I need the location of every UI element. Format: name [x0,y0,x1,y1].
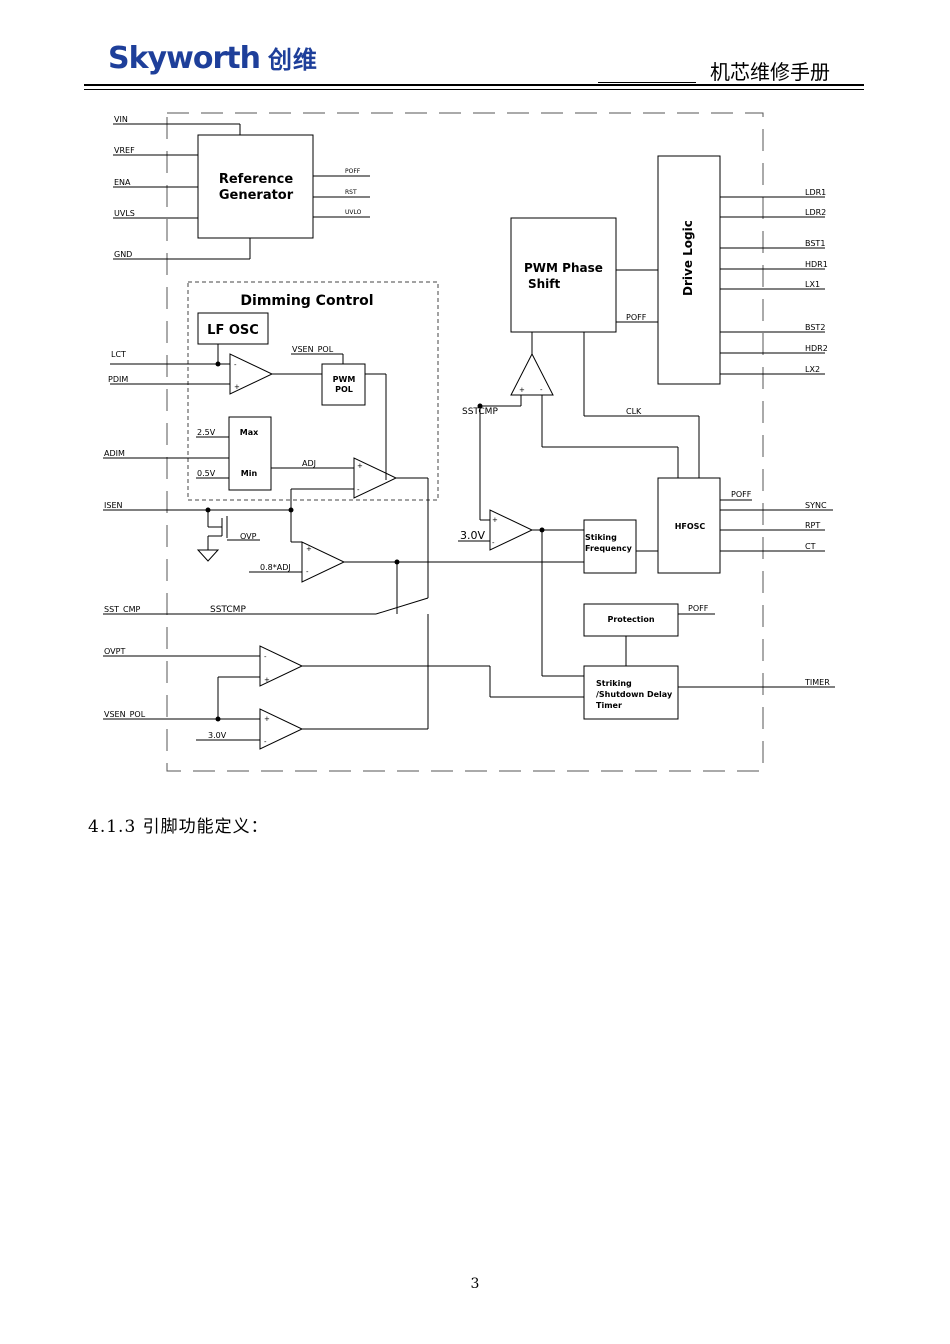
min-label: Min [241,469,258,478]
comparator-3v [489,509,534,551]
pin-bst2: BST2 [805,323,825,332]
label-clk: CLK [626,407,642,416]
comparator-adj [353,457,398,499]
pin-sst-cmp: SST_CMP [104,605,141,614]
pin-lct: LCT [111,350,126,359]
label-sstcmp-mid: SSTCMP [210,605,246,615]
label-ovp: OVP [240,532,257,541]
section-title: 4.1.3 引脚功能定义： [88,817,269,837]
svg-text:-: - [357,486,360,494]
timer-block [583,665,679,720]
page-number: 3 [470,1276,480,1292]
striking-frequency-block [583,519,637,574]
svg-text:-: - [306,568,309,576]
svg-text:+: + [492,516,498,524]
svg-text:-: - [492,539,495,547]
label-vsen-pol: VSEN_POL [292,345,334,354]
pin-timer: TIMER [804,678,830,687]
pin-lx2: LX2 [805,365,820,374]
pin-sync: SYNC [805,501,827,510]
ref-out-rst: RST [345,189,357,196]
hfosc-block [657,477,721,574]
pin-rpt: RPT [805,521,820,530]
pin-ovpt: OVPT [104,647,125,656]
pin-adim: ADIM [104,449,125,458]
pin-vin: VIN [114,115,128,124]
document-title: 机芯维修手册 [710,60,830,84]
svg-text:+: + [234,383,240,391]
label-adj: ADJ [302,459,316,468]
pin-vsen-pol: VSEN_POL [104,710,146,719]
phase-amp [510,352,554,396]
drive-logic-block [657,155,721,385]
protection-label: Protection [607,615,654,624]
label-sstcmp-top: SSTCMP [462,407,498,417]
lf-osc-block [197,312,269,345]
svg-text:-: - [264,738,267,746]
pin-ldr2: LDR2 [805,208,826,217]
label-poff-hfosc: POFF [731,490,752,499]
svg-text:+: + [357,462,363,470]
svg-text:-: - [540,386,543,394]
comparator-ovpt [259,645,304,687]
lf-osc-label: LF OSC [207,323,259,338]
pin-hdr2: HDR2 [805,344,828,353]
max-min-block [228,416,272,491]
header-rule [84,84,864,86]
pin-isen: ISEN [104,501,122,510]
label-0-8-adj: 0.8*ADJ [260,563,291,572]
svg-text:-: - [264,653,267,661]
pin-bst1: BST1 [805,239,825,248]
pin-hdr1: HDR1 [805,260,828,269]
label-3-0v-b: 3.0V [208,731,227,740]
pin-uvls: UVLS [114,209,135,218]
comparator-vsen [259,708,304,750]
pin-ct: CT [805,542,816,551]
label-poff-prot: POFF [688,604,709,613]
pin-lx1: LX1 [805,280,820,289]
header-underline [598,82,696,83]
pwm-phase-shift-block [510,217,617,333]
svg-text:+: + [264,676,270,684]
label-poff-pwm: POFF [626,313,647,322]
brand-name: Skyworth [108,41,261,76]
pin-ldr1: LDR1 [805,188,826,197]
svg-text:+: + [519,386,525,394]
ref-out-uvlo: UVLO [345,209,362,216]
pin-ena: ENA [114,178,131,187]
ref-out-poff: POFF [345,168,361,175]
svg-text:+: + [306,545,312,553]
label-3-0v-a: 3.0V [460,529,485,542]
svg-text:-: - [234,361,237,369]
pin-vref: VREF [114,146,135,155]
pin-gnd: GND [114,250,132,259]
drive-logic-label: Drive Logic [681,220,695,296]
brand-name-cn: 创维 [267,46,318,74]
dimming-control-label: Dimming Control [240,293,373,309]
protection-block [583,603,679,637]
max-label: Max [240,428,259,437]
svg-text:+: + [264,715,270,723]
header-rule-thin [84,89,864,90]
label-2-5v: 2.5V [197,428,216,437]
hfosc-label: HFOSC [675,522,706,531]
comparator-isen [301,541,346,583]
comparator-pdim [229,353,274,395]
pin-pdim: PDIM [108,375,128,384]
label-0-5v: 0.5V [197,469,216,478]
